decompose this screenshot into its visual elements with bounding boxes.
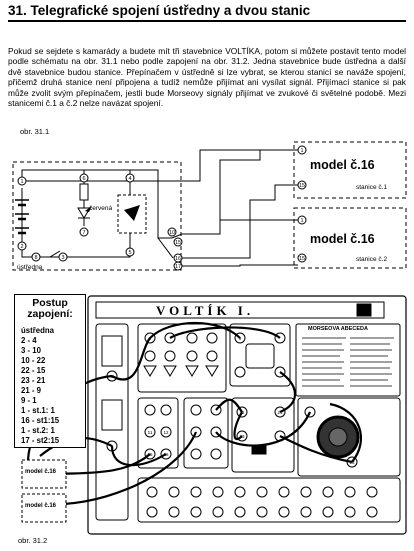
svg-text:15: 15 <box>147 452 153 457</box>
steps-title: Postup zapojení: <box>27 297 73 320</box>
svg-text:21: 21 <box>277 410 283 415</box>
svg-text:11: 11 <box>148 430 153 435</box>
station2-model: model č.16 <box>310 232 375 246</box>
svg-text:15: 15 <box>299 256 305 262</box>
svg-text:2: 2 <box>20 244 23 250</box>
step-item: 16 - st1:15 <box>21 416 60 425</box>
step-item: 17 - st2:15 <box>21 436 60 445</box>
step-item: 9 - 1 <box>21 396 37 405</box>
svg-text:4: 4 <box>149 336 152 341</box>
svg-text:12: 12 <box>163 430 169 435</box>
step-item: 23 - 21 <box>21 376 46 385</box>
step-item: ústředna <box>21 326 54 335</box>
step-item: 21 - 9 <box>21 386 41 395</box>
svg-text:28: 28 <box>349 460 355 465</box>
mini-model-1: model č.16 <box>25 469 57 475</box>
step-item: 2 - 4 <box>21 336 37 345</box>
svg-text:15: 15 <box>299 183 305 189</box>
svg-text:1: 1 <box>20 179 23 185</box>
station2-label: stanice č.2 <box>356 256 388 263</box>
svg-text:2: 2 <box>111 444 114 449</box>
mini-model-2: model č.16 <box>25 503 57 509</box>
led-label: červená <box>89 205 113 212</box>
page-title: 31. Telegrafické spojení ústředny a dvou… <box>8 3 406 22</box>
step-item: 3 - 10 <box>21 346 41 355</box>
svg-text:22: 22 <box>239 410 245 415</box>
svg-text:1: 1 <box>300 148 303 154</box>
svg-text:9: 9 <box>239 336 242 341</box>
board-brand: VOLTÍK I. <box>156 303 255 318</box>
step-item: 1 - st.2: 1 <box>21 426 55 435</box>
figure-1-label: obr. 31.1 <box>20 127 50 136</box>
step-item: 1 - st.1: 1 <box>21 406 55 415</box>
intro-paragraph: Pokud se sejdete s kamarády a budete mít… <box>8 46 406 109</box>
svg-text:16: 16 <box>163 452 169 457</box>
svg-text:4: 4 <box>128 176 131 182</box>
station1-model: model č.16 <box>310 158 375 172</box>
svg-text:10: 10 <box>169 230 175 236</box>
morse-title: MORSEOVA ABECEDA <box>308 326 368 332</box>
svg-text:5: 5 <box>128 250 131 256</box>
step-item: 10 - 22 <box>21 356 46 365</box>
figure-1-schematic: 1 2 6 8 3 7 5 4 10 15 16 17 1 15 1 15 <box>12 141 407 271</box>
svg-text:17: 17 <box>175 264 181 270</box>
svg-text:16: 16 <box>175 256 181 262</box>
svg-text:15: 15 <box>175 240 181 246</box>
step-item: 22 - 15 <box>21 366 46 375</box>
svg-text:23: 23 <box>239 434 245 439</box>
svg-text:6: 6 <box>82 176 85 182</box>
svg-text:8: 8 <box>34 255 37 261</box>
svg-text:1: 1 <box>300 218 303 224</box>
svg-text:3: 3 <box>61 255 64 261</box>
svg-text:1: 1 <box>111 374 114 379</box>
svg-text:7: 7 <box>82 230 85 236</box>
station1-label: stanice č.1 <box>356 184 388 191</box>
figure-2-label: obr. 31.2 <box>18 536 48 545</box>
central-label: ústředna <box>17 264 43 271</box>
